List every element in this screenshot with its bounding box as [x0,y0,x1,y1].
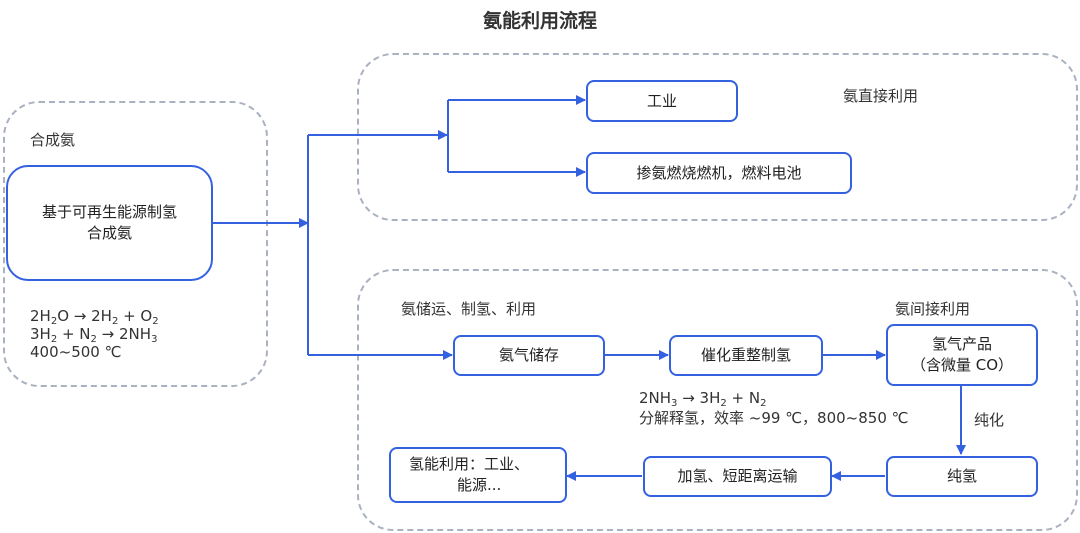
engine-fuel-cell-node: 掺氨燃烧燃机，燃料电池 [586,152,852,194]
pure-hydrogen-node: 纯氢 [886,456,1038,497]
synthesis-group-label: 合成氨 [30,131,76,149]
synthesis-node-line2: 合成氨 [86,224,132,242]
hydrogen-use-line1: 氢能利用：工业、 [409,455,530,473]
engine-fuel-cell-node-label: 掺氨燃烧燃机，燃料电池 [636,163,802,182]
catalytic-reforming-node: 催化重整制氢 [669,335,823,376]
hydrogen-product-node: 氢气产品 （含微量 CO） [886,324,1038,386]
synthesis-condition: 400~500 ℃ [30,343,122,361]
industry-node: 工业 [586,80,738,122]
pure-hydrogen-node-label: 纯氢 [946,467,977,485]
synthesis-node-line1: 基于可再生能源制氢 [41,203,177,221]
synthesis-equation-1: 2H2O → 2H2 + O2 [30,307,159,327]
decomposition-equation: 2NH3 → 3H2 + N2 [639,389,767,409]
direct-use-group-label: 氨直接利用 [843,87,919,105]
hydrogen-use-node: 氢能利用：工业、 能源... [389,447,567,503]
indirect-use-label: 氨间接利用 [895,300,971,318]
storage-use-group [357,269,1078,531]
catalytic-reforming-node-label: 催化重整制氢 [700,346,791,364]
diagram-title: 氨能利用流程 [482,10,597,32]
hydrogen-product-line2: （含微量 CO） [910,356,1014,374]
transport-node-label: 加氢、短距离运输 [677,467,798,485]
industry-node-label: 工业 [646,91,677,110]
purify-label: 纯化 [974,411,1005,429]
ammonia-storage-node: 氨气储存 [453,335,605,376]
transport-node: 加氢、短距离运输 [643,456,832,497]
decomposition-note: 分解释氢，效率 ~99 ℃，800~850 ℃ [639,409,909,427]
direct-use-group [357,53,1078,221]
synthesis-group [3,101,268,387]
synthesis-node: 基于可再生能源制氢 合成氨 [6,165,213,281]
storage-group-label: 氨储运、制氢、利用 [401,300,537,318]
hydrogen-use-line2: 能源... [457,476,502,494]
hydrogen-product-line1: 氢气产品 [931,335,992,353]
ammonia-storage-node-label: 氨气储存 [498,346,559,364]
synthesis-equation-2: 3H2 + N2 → 2NH3 [30,325,158,345]
